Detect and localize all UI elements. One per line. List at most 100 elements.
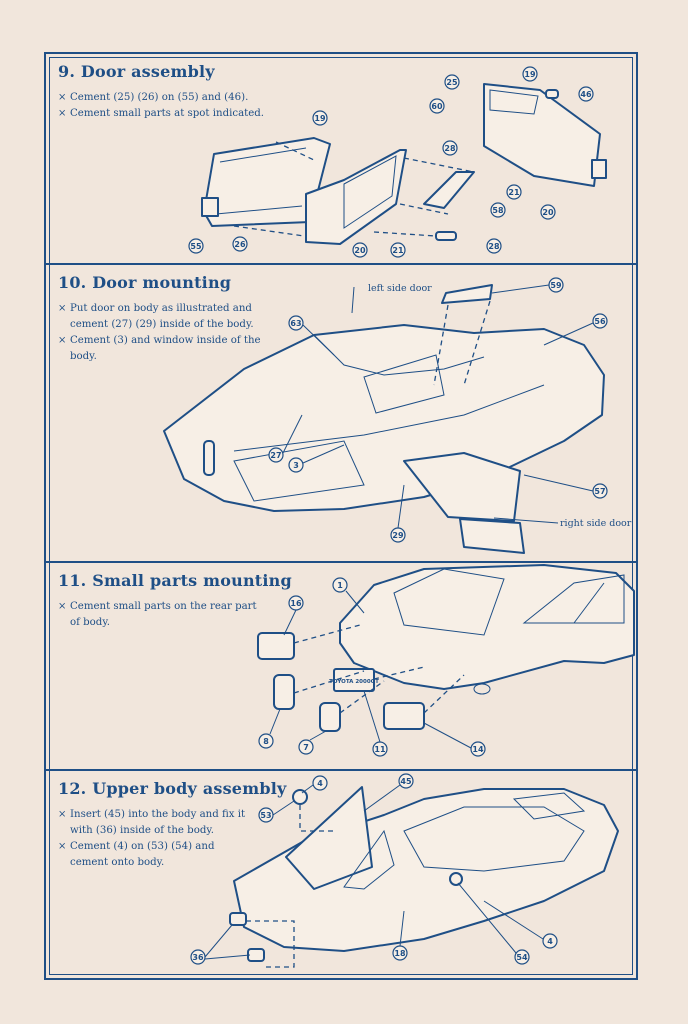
part-54 [449,872,463,886]
callout-19: 19 [312,110,328,126]
callout-27: 27 [268,447,284,463]
svg-text:60: 60 [431,102,443,111]
svg-text:16: 16 [290,599,302,608]
section-notes: Insert (45) into the body and fix it wit… [58,807,248,871]
right-door [403,452,521,522]
svg-text:28: 28 [488,242,500,251]
svg-text:56: 56 [594,317,606,326]
svg-text:63: 63 [290,319,301,328]
part-36a [229,912,247,926]
callout-58: 58 [490,202,506,218]
svg-text:20: 20 [354,246,366,255]
svg-text:25: 25 [446,78,458,87]
svg-text:46: 46 [580,90,592,99]
svg-text:19: 19 [314,114,326,123]
callout-53: 53 [258,807,274,823]
callout-7: 7 [298,739,314,755]
callout-21: 21 [390,242,406,258]
callout-8: 8 [258,733,274,749]
page-frame [44,52,638,980]
note: Cement small parts at spot indicated. [58,106,264,122]
part-7 [319,702,341,732]
callout-11: 11 [372,741,388,757]
note: Cement (25) (26) on (55) and (46). [58,90,264,106]
svg-text:8: 8 [263,737,269,746]
section-notes: Put door on body as illustrated and ceme… [58,301,268,365]
callout-45: 45 [398,773,414,789]
svg-text:1: 1 [337,581,343,590]
part-55 [201,197,219,217]
divider [44,769,638,771]
right-side-door-label: right side door [560,518,632,529]
callout-59: 59 [548,277,564,293]
door-shell [305,149,407,245]
note: Cement (3) and window inside of the body… [58,333,268,365]
callout-19: 19 [522,66,538,82]
callout-1: 1 [332,577,348,593]
callout-56: 56 [592,313,608,329]
part-16 [257,632,295,660]
section-title: 10. Door mounting [58,273,232,292]
callout-46: 46 [578,86,594,102]
callout-4: 4 [312,775,328,791]
part-11 [333,668,375,692]
svg-text:21: 21 [508,188,520,197]
svg-text:53: 53 [260,811,271,820]
callout-28: 28 [486,238,502,254]
svg-text:27: 27 [270,451,281,460]
part-59 [441,284,493,304]
part-19 [545,89,559,99]
note: Put door on body as illustrated and ceme… [58,301,268,333]
section-notes: Cement small parts on the rear part of b… [58,599,268,631]
svg-text:29: 29 [392,531,404,540]
callout-36: 36 [190,949,206,965]
part-53 [292,789,308,805]
section-title: 9. Door assembly [58,62,215,81]
callout-26: 26 [232,236,248,252]
part-14 [383,702,425,730]
svg-text:28: 28 [444,144,456,153]
part-36b [247,948,265,962]
callout-14: 14 [470,741,486,757]
svg-text:18: 18 [394,949,406,958]
note: Insert (45) into the body and fix it wit… [58,807,248,839]
part-58 [423,171,475,209]
callout-25: 25 [444,74,460,90]
svg-text:55: 55 [190,242,202,251]
callout-28: 28 [442,140,458,156]
part-46 [591,159,607,179]
callout-4: 4 [542,933,558,949]
upper-body-diagram: 4 45 53 18 54 4 36 [190,773,619,968]
section-door-mounting: 10. Door mounting Put door on body as il… [44,265,638,561]
svg-text:57: 57 [594,487,605,496]
callout-16: 16 [288,595,304,611]
callout-21: 21 [506,184,522,200]
section-title: 12. Upper body assembly [58,779,287,798]
svg-text:21: 21 [392,246,404,255]
note: Cement (4) on (53) (54) and cement onto … [58,839,248,871]
svg-text:4: 4 [547,937,553,946]
section-title: 11. Small parts mounting [58,571,292,590]
post [203,440,215,476]
part-8 [273,674,295,710]
divider [44,263,638,265]
svg-text:54: 54 [516,953,528,962]
assembled-door [483,83,601,187]
svg-text:3: 3 [293,461,299,470]
divider [44,561,638,563]
svg-text:11: 11 [374,745,386,754]
callout-54: 54 [514,949,530,965]
callout-57: 57 [592,483,608,499]
svg-text:26: 26 [234,240,246,249]
svg-text:36: 36 [192,953,204,962]
callout-3: 3 [288,457,304,473]
svg-text:20: 20 [542,208,554,217]
svg-text:45: 45 [400,777,412,786]
callout-63: 63 [288,315,304,331]
section-notes: Cement (25) (26) on (55) and (46). Cemen… [58,90,264,122]
section-small-parts: 11. Small parts mounting Cement small pa… [44,563,638,769]
callout-29: 29 [390,527,406,543]
plate-text: TOYOTA 2000GT [329,679,379,685]
note: Cement small parts on the rear part of b… [58,599,268,631]
right-door-window [459,518,525,554]
